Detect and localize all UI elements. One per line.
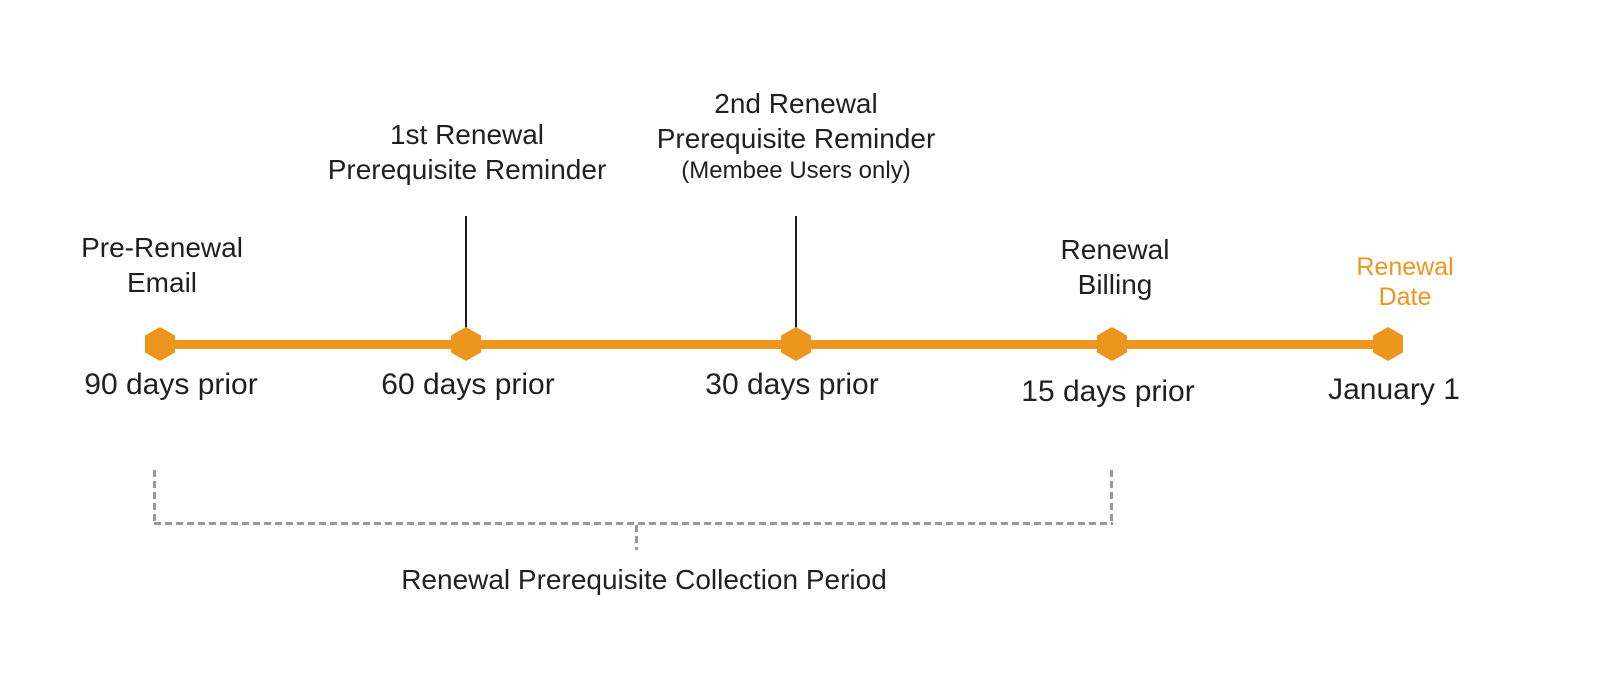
milestone-label-line: Prerequisite Reminder bbox=[656, 123, 936, 154]
milestone-label-line: Renewal bbox=[1060, 234, 1170, 265]
milestone-label-line: Renewal bbox=[1356, 253, 1454, 281]
milestone-label-line: Date bbox=[1378, 283, 1432, 311]
time-label-january-1: January 1 bbox=[1328, 373, 1460, 406]
time-label-15-days-prior: 15 days prior bbox=[1021, 375, 1195, 408]
milestone-label-line: 2nd Renewal bbox=[714, 88, 878, 119]
bracket-label: Renewal Prerequisite Collection Period bbox=[401, 564, 887, 595]
milestone-label-pre-renewal-email: Pre-Renewal Email bbox=[81, 230, 243, 300]
bracket-horizontal-line bbox=[154, 522, 1113, 525]
bracket-left-edge bbox=[153, 470, 156, 523]
timeline-line bbox=[160, 340, 1388, 349]
milestone-label-second-renewal-prerequisite-reminder: 2nd Renewal Prerequisite Reminder (Membe… bbox=[657, 86, 936, 186]
time-label-60-days-prior: 60 days prior bbox=[381, 368, 555, 401]
bracket-center-tick bbox=[635, 525, 638, 550]
time-label-90-days-prior: 90 days prior bbox=[84, 368, 258, 401]
milestone-label-line: Billing bbox=[1077, 269, 1153, 300]
hexagon-marker-renewal-billing bbox=[1097, 327, 1127, 361]
hexagon-marker-first-reminder bbox=[451, 327, 481, 361]
connector-line-second-reminder bbox=[795, 216, 797, 329]
milestone-label-renewal-date: Renewal Date bbox=[1356, 252, 1453, 312]
milestone-label-line: Email bbox=[126, 267, 198, 298]
hexagon-marker-renewal-date bbox=[1373, 327, 1403, 361]
bracket-right-edge bbox=[1110, 470, 1113, 523]
time-label-30-days-prior: 30 days prior bbox=[705, 368, 879, 401]
milestone-label-renewal-billing: Renewal Billing bbox=[1061, 232, 1170, 302]
milestone-label-first-renewal-prerequisite-reminder: 1st Renewal Prerequisite Reminder bbox=[328, 117, 607, 187]
milestone-label-line: Prerequisite Reminder bbox=[327, 154, 607, 185]
hexagon-marker-pre-renewal-email bbox=[145, 327, 175, 361]
milestone-sub-label: (Membee Users only) bbox=[681, 157, 911, 184]
hexagon-marker-second-reminder bbox=[781, 327, 811, 361]
milestone-label-line: Pre-Renewal bbox=[81, 232, 243, 263]
connector-line-first-reminder bbox=[465, 216, 467, 329]
milestone-label-line: 1st Renewal bbox=[389, 119, 545, 150]
